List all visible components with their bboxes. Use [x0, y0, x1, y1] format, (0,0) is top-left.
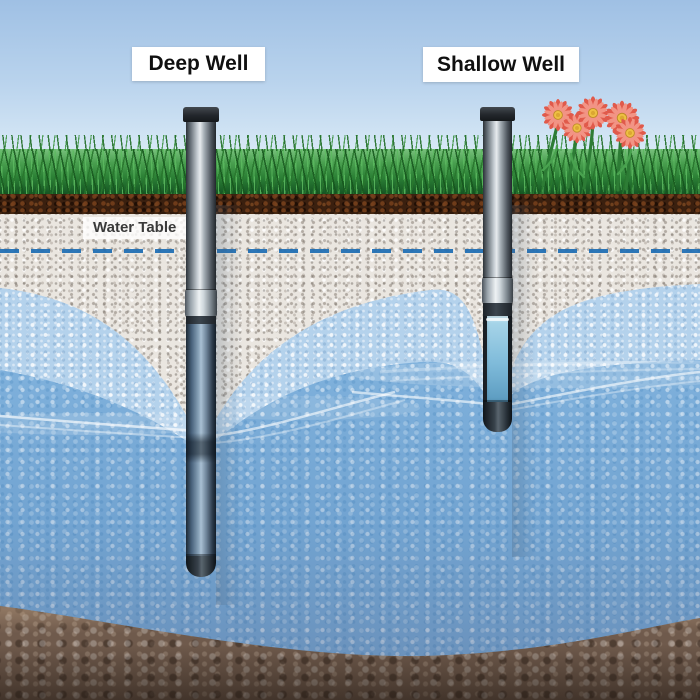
deep-well-casing [186, 122, 216, 290]
deep-well-bottom [186, 556, 216, 577]
shallow-well-shadow [512, 205, 536, 557]
shallow-well-label: Shallow Well [423, 47, 579, 82]
flower-cluster [541, 82, 698, 192]
deep-well-label: Deep Well [132, 47, 265, 81]
deep-well-pipe [183, 107, 219, 577]
deep-well-coupling [185, 290, 217, 316]
shallow-well-pipe [480, 107, 515, 432]
shallow-well-screen [483, 316, 512, 402]
shallow-well-waterline [486, 318, 509, 321]
shallow-well-casing [483, 121, 512, 278]
water-table-dashed-line [0, 249, 700, 253]
deep-well-shadow [216, 205, 242, 605]
deep-well-collar [186, 316, 216, 324]
shallow-well-cap [480, 107, 515, 121]
shallow-well-bottom [483, 402, 512, 432]
shallow-well-coupling [482, 278, 513, 303]
water-table-label: Water Table [83, 217, 187, 239]
shallow-well-collar [483, 303, 512, 316]
grass-blade-tips [0, 135, 700, 151]
deep-well-dark-band [186, 433, 216, 463]
deep-well-cap [183, 107, 219, 122]
